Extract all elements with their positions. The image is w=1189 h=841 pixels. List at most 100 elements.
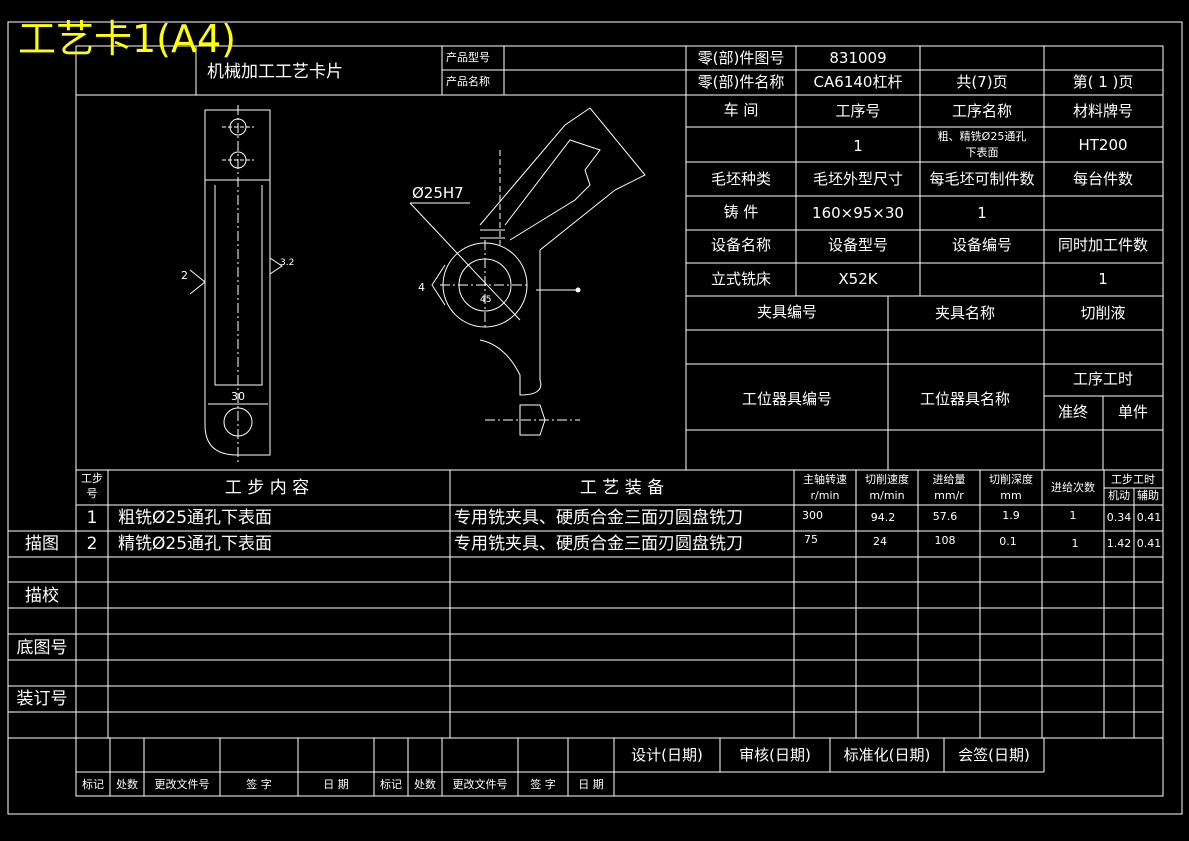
step-1-depth: 1.9 [1002,509,1020,522]
col-depth-1: 切削深度 [989,473,1033,486]
op-no-label: 工序号 [835,102,881,120]
col-times: 进给次数 [1051,481,1095,494]
footer-mark-2: 标记 [380,778,402,791]
step-2-equip: 专用铣夹具、硬质合金三面刃圆盘铣刀 [454,534,743,554]
per-machine-label: 每台件数 [1072,170,1134,188]
footer-date-1: 日 期 [323,778,349,791]
blank-type-value: 铸 件 [723,203,759,221]
footer-date-2: 日 期 [578,778,604,791]
material-value: HT200 [1078,136,1128,154]
footer-change-doc-1: 更改文件号 [154,778,210,791]
col-depth-2: mm [1000,489,1022,502]
footer-countersign: 会签(日期) [958,746,1030,764]
doc-name: 机械加工工艺卡片 [207,62,343,82]
op-no-value: 1 [853,137,863,155]
col-time: 工步工时 [1111,473,1155,486]
per-blank-label: 每毛坯可制件数 [929,170,1035,188]
footer-sign-1: 签 字 [246,778,272,791]
step-1-times: 1 [1069,509,1077,522]
coolant-label: 切削液 [1080,304,1126,322]
col-cut-1: 切削速度 [865,473,909,486]
footer-standard: 标准化(日期) [843,746,931,764]
equip-name-label: 设备名称 [710,236,772,254]
blank-size-value: 160×95×30 [812,204,904,222]
step-2-cut: 24 [873,535,887,548]
step-2-aux: 0.41 [1136,537,1162,550]
side-trace: 描图 [25,534,59,554]
step-2-machine: 1.42 [1106,537,1132,550]
step-2-content: 精铣Ø25通孔下表面 [118,534,273,554]
fixture-no-label: 夹具编号 [756,303,818,321]
blank-size-label: 毛坯外型尺寸 [812,170,904,188]
step-2-times: 1 [1071,537,1079,550]
step-2-no: 2 [86,534,98,554]
col-feed-1: 进给量 [932,473,966,486]
footer-change-doc-2: 更改文件号 [452,778,508,791]
step-2-depth: 0.1 [999,535,1017,548]
op-name-value-1: 粗、精铣Ø25通孔 [937,130,1027,143]
footer-mark-1: 标记 [82,778,104,791]
setup-label: 准终 [1057,403,1089,421]
col-step-1: 工步 [81,472,103,485]
blank-type-label: 毛坯种类 [710,170,772,188]
fixture-name-label: 夹具名称 [934,304,996,322]
step-1-aux: 0.41 [1136,511,1162,524]
col-speed-2: r/min [810,489,840,502]
part-drawing-label: 零(部)件图号 [697,49,785,67]
equip-no-label: 设备编号 [951,236,1013,254]
step-2-feed: 108 [934,534,956,547]
col-equip: 工 艺 装 备 [579,478,665,498]
angle-mark: 45 [480,295,492,305]
col-feed-2: mm/r [934,489,964,502]
material-label: 材料牌号 [1072,102,1134,120]
mark-2: 2 [181,269,188,282]
product-name-label: 产品名称 [446,75,490,88]
mark-4: 4 [418,281,425,294]
simul-value: 1 [1098,270,1108,288]
step-1-content: 粗铣Ø25通孔下表面 [118,508,273,528]
step-1-feed: 57.6 [932,510,958,523]
op-name-label: 工序名称 [951,102,1013,120]
footer-sign-2: 签 字 [530,778,556,791]
col-speed-1: 主轴转速 [803,473,847,486]
part-side-view-drawing [189,105,283,465]
part-drawing-value: 831009 [829,49,887,67]
side-base-no: 底图号 [16,638,68,658]
footer-design: 设计(日期) [631,746,703,764]
step-1-cut: 94.2 [870,511,896,524]
equip-name-value: 立式铣床 [710,270,772,288]
station-tool-no-label: 工位器具编号 [741,390,833,408]
dia-label: Ø25H7 [412,184,464,202]
per-blank-value: 1 [977,204,987,222]
col-cut-2: m/min [869,489,905,502]
col-aux: 辅助 [1137,489,1159,502]
footer-review: 审核(日期) [739,746,811,764]
step-1-equip: 专用铣夹具、硬质合金三面刃圆盘铣刀 [454,508,743,528]
equip-model-label: 设备型号 [827,236,889,254]
op-name-value-2: 下表面 [965,146,999,159]
side-trace-check: 描校 [25,586,59,606]
footer-count-1: 处数 [116,778,138,791]
col-step-2: 号 [86,487,98,500]
dim-30: 30 [231,390,245,403]
col-content: 工 步 内 容 [224,478,310,498]
side-binding-no: 装订号 [16,689,68,709]
unit-label: 单件 [1117,403,1149,421]
part-name-label: 零(部)件名称 [697,73,785,91]
step-2-speed: 75 [804,533,818,546]
total-pages: 共(7)页 [956,73,1008,91]
roughness-mark: 3.2 [280,258,295,268]
simul-label: 同时加工件数 [1057,236,1149,254]
col-machine: 机动 [1108,489,1130,502]
page-number: 第( 1 )页 [1072,73,1134,91]
station-tool-name-label: 工位器具名称 [919,390,1011,408]
product-model-label: 产品型号 [446,51,490,64]
step-1-speed: 300 [802,509,823,522]
part-front-view-drawing [409,107,646,436]
workshop-label: 车 间 [723,101,759,119]
part-name-value: CA6140杠杆 [813,73,903,91]
step-1-no: 1 [86,508,98,528]
equip-model-value: X52K [838,270,878,288]
op-time-label: 工序工时 [1072,370,1134,388]
